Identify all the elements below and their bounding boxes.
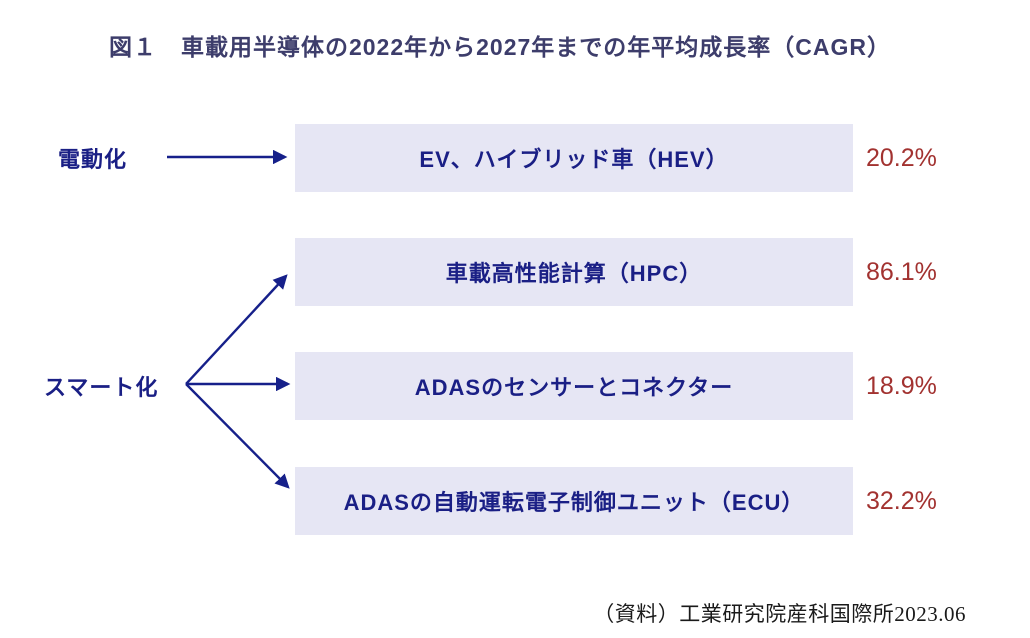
cagr-value-adas-ecu: 32.2%: [866, 486, 937, 515]
arrow-smart-hpc-icon: [185, 274, 288, 385]
source-note: （資料）工業研究院産科国際所2023.06: [593, 602, 966, 626]
group-label-electrification: 電動化: [58, 147, 128, 172]
figure-title: 図１ 車載用半導体の2022年から2027年までの年平均成長率（CAGR）: [108, 34, 892, 60]
item-box-adas-ecu: ADASの自動運転電子制御ユニット（ECU）: [295, 467, 853, 535]
group-label-smartification: スマート化: [44, 375, 159, 400]
item-box-ev-hev: EV、ハイブリッド車（HEV）: [295, 124, 853, 192]
item-box-adas-sensor: ADASのセンサーとコネクター: [295, 352, 853, 420]
cagr-value-ev-hev: 20.2%: [866, 143, 937, 172]
cagr-value-hpc: 86.1%: [866, 257, 937, 286]
arrow-smart-ecu-icon: [185, 383, 290, 489]
cagr-value-adas-sensor: 18.9%: [866, 371, 937, 400]
item-box-hpc: 車載高性能計算（HPC）: [295, 238, 853, 306]
